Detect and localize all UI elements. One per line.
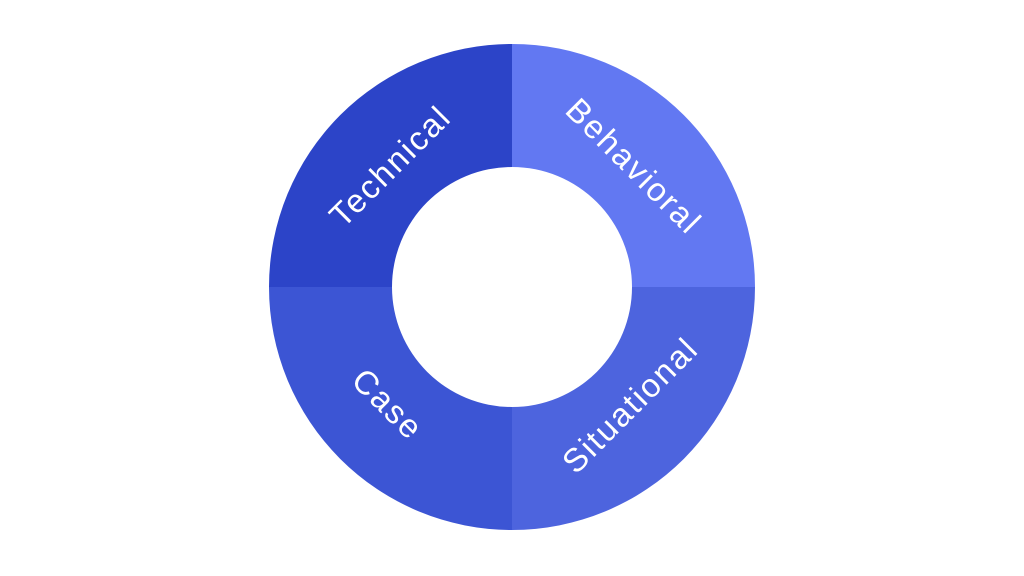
segment-situational — [512, 287, 755, 530]
segment-case — [269, 287, 512, 530]
segment-technical — [269, 44, 512, 287]
segment-behavioral — [512, 44, 755, 287]
